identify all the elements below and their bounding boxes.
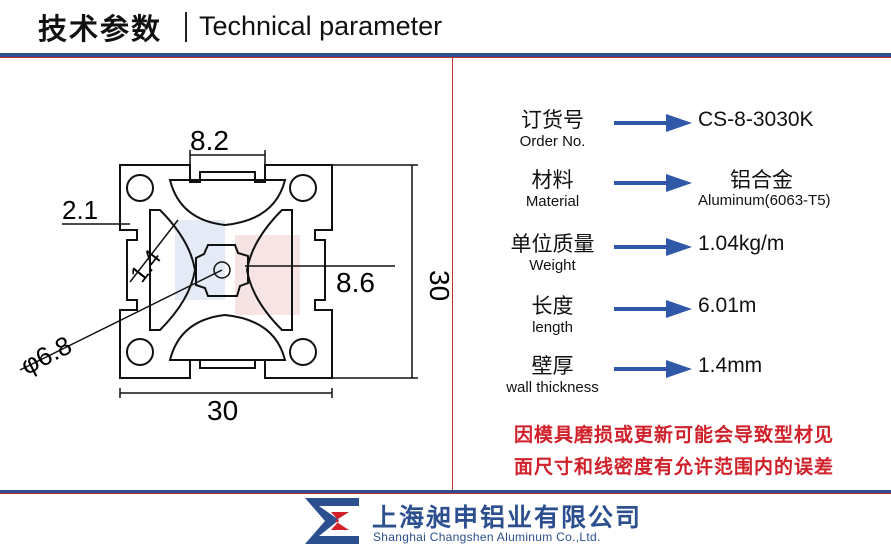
company-logo-icon [305, 498, 359, 544]
param-value: 1.4mm [698, 354, 763, 377]
profile-svg: 8.2 2.1 1.4 8.6 30 30 φ6.8 [16, 125, 455, 426]
dim-top-label: 8.2 [190, 125, 229, 156]
param-value: 6.01m [698, 294, 757, 317]
param-row-material: 材料 Material 铝合金 Aluminum(6063-T5) [480, 164, 880, 220]
param-value: 铝合金 [730, 168, 793, 192]
vertical-divider [452, 58, 453, 490]
tolerance-note-line2: 面尺寸和线密度有允许范围内的误差 [513, 456, 834, 478]
param-label-en: length [532, 319, 573, 336]
arrow-right-icon [614, 114, 692, 132]
arrow-right-icon [614, 238, 692, 256]
param-row-length: 长度 length 6.01m [480, 290, 880, 346]
bottom-divider-red [0, 493, 891, 494]
dim-center-label: 8.6 [336, 267, 375, 298]
company-name-en: Shanghai Changshen Aluminum Co.,Ltd. [373, 530, 601, 544]
param-label-cn: 材料 [531, 168, 574, 192]
dim-left-label: 2.1 [62, 195, 98, 225]
page-subtitle: Technical parameter [199, 11, 443, 41]
arrow-right-icon [614, 174, 692, 192]
dim-right-label: 30 [424, 270, 450, 301]
param-row-wall: 壁厚 wall thickness 1.4mm [480, 350, 880, 406]
param-label-cn: 单位质量 [510, 232, 595, 256]
param-label-en: Order No. [519, 133, 586, 150]
param-label-cn: 壁厚 [531, 354, 574, 378]
param-label-en: Weight [529, 257, 576, 274]
param-row-order: 订货号 Order No. CS-8-3030K [480, 104, 880, 160]
title-separator [185, 12, 187, 42]
arrow-right-icon [614, 360, 692, 378]
arrow-right-icon [614, 300, 692, 318]
bottom-divider [0, 490, 891, 493]
company-name-cn: 上海昶申铝业有限公司 [372, 503, 643, 532]
center-core [195, 244, 249, 297]
header: 技术参数 Technical parameter [0, 0, 891, 52]
dim-hole-label: φ6.8 [16, 330, 77, 381]
param-label-cn: 长度 [531, 294, 574, 318]
param-value: CS-8-3030K [698, 108, 814, 131]
top-divider [0, 53, 891, 57]
param-value: 1.04kg/m [698, 232, 785, 255]
param-value-sub: Aluminum(6063-T5) [698, 192, 831, 209]
top-divider-red [0, 57, 891, 58]
param-label-en: Material [525, 193, 580, 210]
param-label-en: wall thickness [506, 379, 599, 396]
tolerance-note-line1: 因模具磨损或更新可能会导致型材见 [513, 424, 834, 446]
param-label-cn: 订货号 [521, 108, 584, 132]
dim-bottom-label: 30 [207, 395, 238, 426]
page-title: 技术参数 [38, 12, 163, 46]
profile-drawing: 8.2 2.1 1.4 8.6 30 30 φ6.8 [0, 60, 455, 488]
param-row-weight: 单位质量 Weight 1.04kg/m [480, 228, 880, 284]
